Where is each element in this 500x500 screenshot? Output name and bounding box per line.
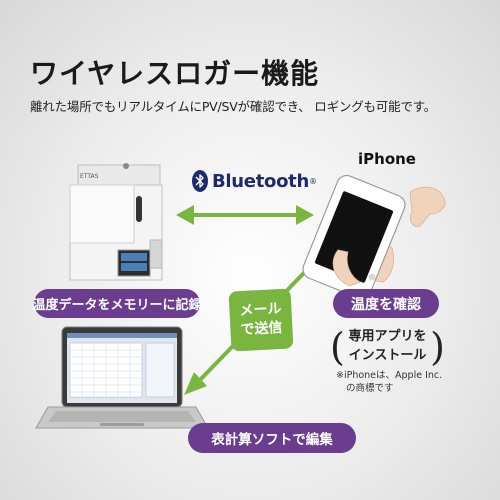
incubator-device: ETTAS <box>69 163 163 281</box>
bluetooth-double-arrow <box>176 205 314 225</box>
install-app-note: ( 専用アプリを インストール ) <box>330 324 445 370</box>
spreadsheet-edit-label: 表計算ソフトで編集 <box>188 423 356 453</box>
mail-line-1: メール <box>239 301 282 320</box>
email-send-bubble: メール で送信 <box>228 288 294 352</box>
hand-with-phone <box>302 174 446 300</box>
bluetooth-logo: Bluetooth ® <box>192 170 317 192</box>
check-temperature-label: 温度を確認 <box>333 289 439 318</box>
trademark-note: ※iPhoneは、Apple Inc. の商標です <box>336 370 442 396</box>
install-line-1: 専用アプリを <box>348 329 427 345</box>
record-memory-label: 温度データをメモリーに記録 <box>33 289 202 318</box>
device-brand-text: ETTAS <box>80 173 99 180</box>
install-line-2: インストール <box>348 348 427 363</box>
iphone-label: iPhone <box>358 150 416 168</box>
bluetooth-registered-mark: ® <box>308 176 317 186</box>
trademark-line-1: ※iPhoneは、Apple Inc. <box>336 370 443 381</box>
bluetooth-icon <box>192 170 208 192</box>
open-paren-icon: ( <box>330 325 345 369</box>
mail-line-2: で送信 <box>240 319 283 339</box>
bluetooth-wordmark: Bluetooth <box>212 170 309 192</box>
laptop <box>35 326 209 429</box>
close-paren-icon: ) <box>430 325 445 369</box>
page-subtitle: 離れた場所でもリアルタイムにPV/SVが確認でき、 ロギングも可能です。 <box>30 99 437 114</box>
trademark-line-2: の商標です <box>346 382 394 394</box>
page-title: ワイヤレスロガー機能 <box>30 57 320 90</box>
